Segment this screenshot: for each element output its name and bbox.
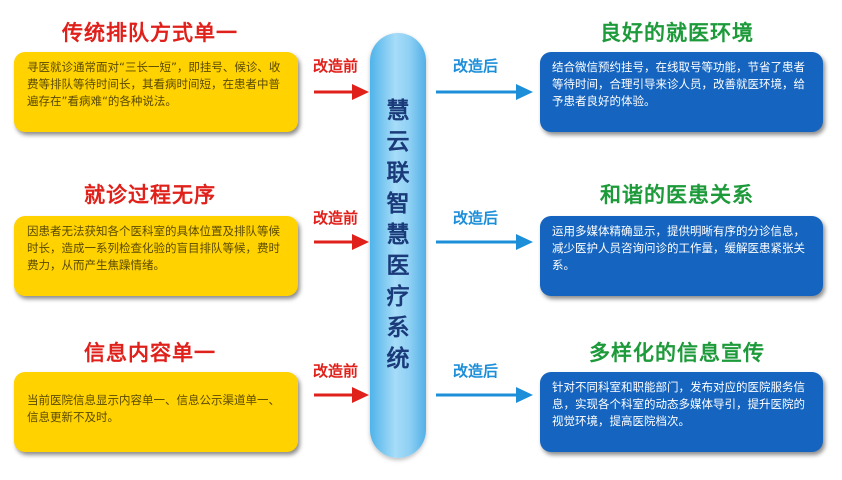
after-arrow-2 [436,234,533,250]
problem-text-3: 当前医院信息显示内容单一、信息公示渠道单一、信息更新不及时。 [27,393,280,424]
after-label-2: 改造后 [453,209,499,227]
problem-title-2: 就诊过程无序 [84,183,216,207]
after-label-3: 改造后 [453,362,499,380]
before-arrow-2 [314,234,369,250]
before-arrow-3 [314,387,369,403]
after-arrow-1 [436,84,533,100]
improvement-box-1: 结合微信预约挂号，在线取号等功能，节省了患者等待时间，合理引导来诊人员，改善就医… [540,52,823,132]
before-arrow-1 [314,84,369,100]
problem-text-1: 寻医就诊通常面对“三长一短”，即挂号、候诊、收费等排队等待时间长，其看病时间短，… [27,60,281,108]
system-name-char: 疗 [386,284,410,310]
problem-box-2: 因患者无法获知各个医科室的具体位置及排队等候时长，造成一系列检查化验的盲目排队等… [14,216,298,296]
improvement-title-3: 多样化的信息宣传 [589,341,765,365]
after-label-1: 改造后 [453,57,499,75]
system-name-char: 智 [386,191,410,217]
improvement-title-2: 和谐的医患关系 [600,183,754,207]
improvement-box-2: 运用多媒体精确显示，提供明晰有序的分诊信息，减少医护人员咨询问诊的工作量，缓解医… [540,216,823,296]
after-arrow-3 [436,387,533,403]
improvement-box-3: 针对不同科室和职能部门，发布对应的医院服务信息，实现各个科室的动态多媒体导引，提… [540,372,823,452]
before-label-1: 改造前 [313,57,359,75]
system-name-char: 系 [386,315,410,341]
improvement-title-1: 良好的就医环境 [600,21,754,45]
system-name-char: 统 [386,346,410,372]
problem-box-3: 当前医院信息显示内容单一、信息公示渠道单一、信息更新不及时。 [14,372,298,452]
improvement-text-1: 结合微信预约挂号，在线取号等功能，节省了患者等待时间，合理引导来诊人员，改善就医… [552,60,805,108]
problem-text-2: 因患者无法获知各个医科室的具体位置及排队等候时长，造成一系列检查化验的盲目排队等… [27,224,280,272]
problem-title-1: 传统排队方式单一 [62,21,238,45]
problem-box-1: 寻医就诊通常面对“三长一短”，即挂号、候诊、收费等排队等待时间长，其看病时间短，… [14,52,298,132]
before-label-3: 改造前 [313,362,359,380]
system-name-char: 医 [386,253,410,279]
improvement-text-2: 运用多媒体精确显示，提供明晰有序的分诊信息，减少医护人员咨询问诊的工作量，缓解医… [552,224,805,272]
before-label-2: 改造前 [313,209,359,227]
center-pillar [370,33,426,458]
system-name-char: 云 [386,129,410,155]
system-name-char: 联 [386,160,410,186]
system-name: 慧 云 联 智 慧 医 疗 系 统 [370,96,426,375]
improvement-text-3: 针对不同科室和职能部门，发布对应的医院服务信息，实现各个科室的动态多媒体导引，提… [552,380,805,428]
system-name-char: 慧 [386,222,410,248]
system-name-char: 慧 [386,98,410,124]
problem-title-3: 信息内容单一 [84,341,216,365]
